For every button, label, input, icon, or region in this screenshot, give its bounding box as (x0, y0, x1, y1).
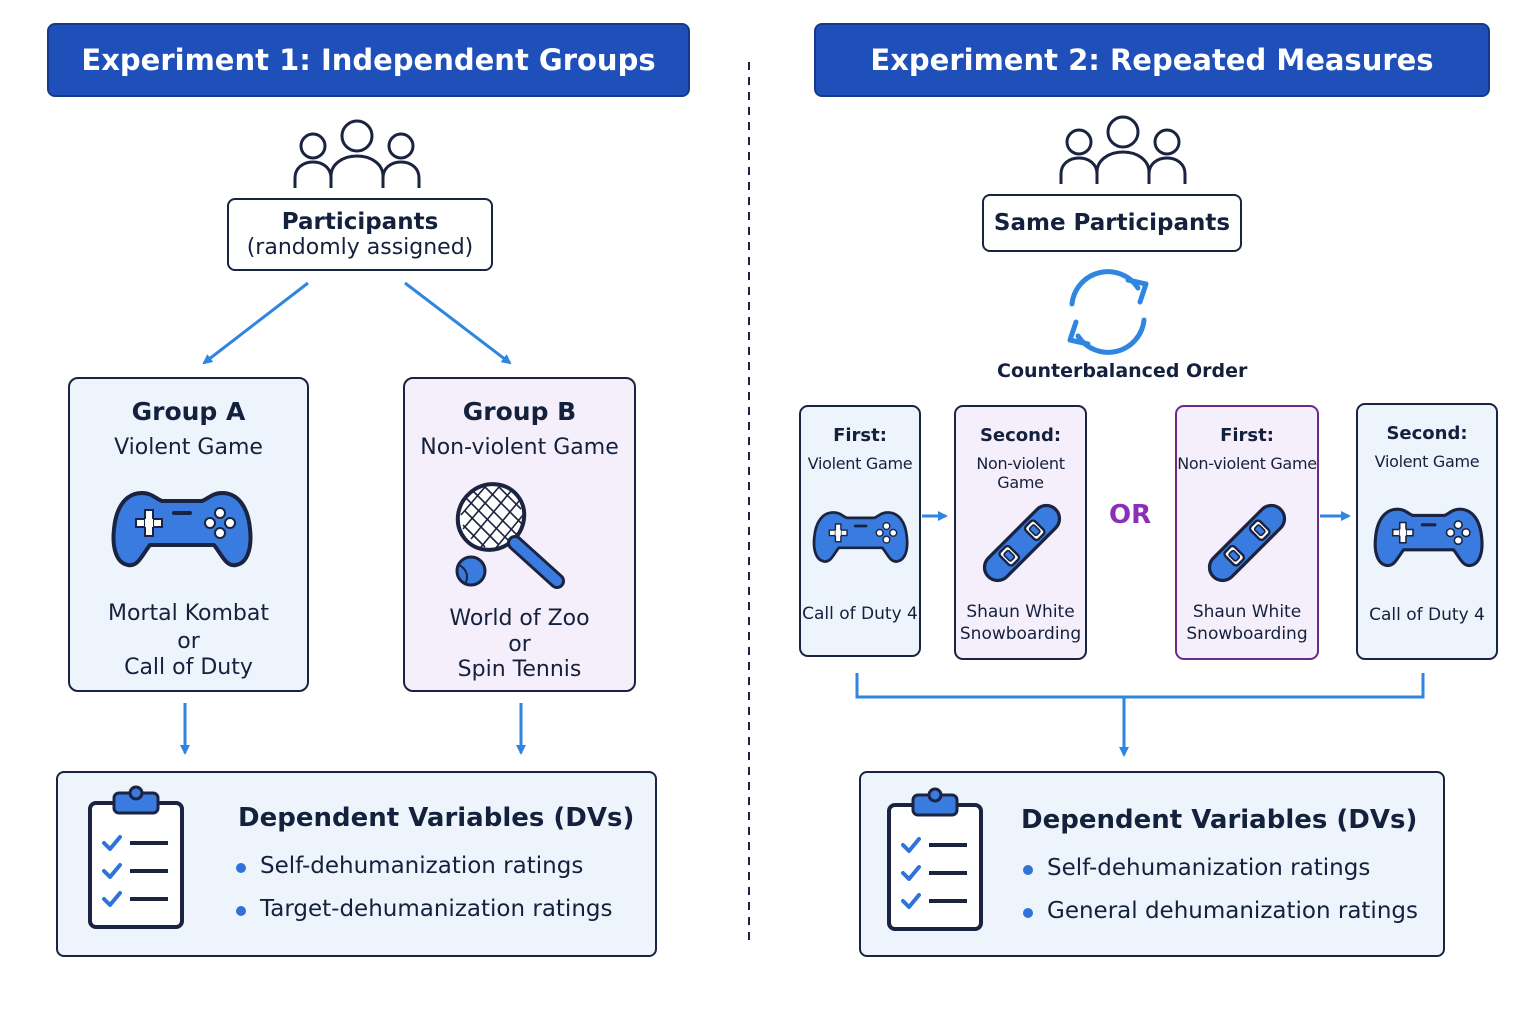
group-a-condition: Violent Game (114, 435, 263, 460)
participants-box: Participants (randomly assigned) (227, 198, 493, 271)
bullet-icon (236, 906, 246, 916)
dv-item: General dehumanization ratings (1047, 898, 1418, 924)
card-second-nonviolent: Second: Non-violent Game Shaun White Sno… (954, 405, 1087, 660)
bullet-icon (236, 863, 246, 873)
arrow-to-group-b (404, 281, 512, 365)
card-condition: Violent Game (1374, 452, 1480, 471)
card-order: Second: (1386, 423, 1468, 444)
arrow-to-group-a (202, 281, 309, 365)
participants-note: (randomly assigned) (246, 235, 474, 261)
dv-box-experiment1: Dependent Variables (DVs) Self-dehumaniz… (56, 771, 657, 957)
experiment1-title: Experiment 1: Independent Groups (81, 43, 656, 77)
group-b-or: or (508, 632, 531, 657)
card-condition: Non-violent Game (976, 454, 1065, 492)
group-a-game1: Mortal Kombat (108, 601, 269, 626)
group-b-condition: Non-violent Game (420, 435, 619, 460)
card-game: Call of Duty 4 (1369, 605, 1485, 625)
group-b-game2: Spin Tennis (457, 657, 582, 682)
card-first-violent: First: Violent Game Call of Duty 4 (799, 405, 921, 657)
same-participants-box: Same Participants (982, 194, 1242, 252)
experiment1-header: Experiment 1: Independent Groups (47, 23, 690, 97)
card-condition: Violent Game (807, 454, 913, 473)
tennis-racket-icon (455, 482, 565, 589)
group-b-title: Group B (462, 397, 577, 426)
experiment2-title: Experiment 2: Repeated Measures (870, 43, 1434, 77)
card-order: First: (833, 425, 887, 446)
dv-item: Self-dehumanization ratings (260, 853, 584, 879)
card-first-nonviolent: First: Non-violent Game Shaun White Snow… (1175, 405, 1319, 660)
cycle-arrows-icon (1067, 269, 1149, 355)
experiment2-header: Experiment 2: Repeated Measures (814, 23, 1490, 97)
group-b-game1: World of Zoo (449, 606, 590, 631)
card-game-line1: Shaun White (966, 602, 1075, 622)
group-a-box: Group A Violent Game Mortal Kombat or Ca… (68, 377, 309, 692)
dv-title: Dependent Variables (DVs) (238, 803, 635, 833)
merge-bracket (855, 673, 1425, 699)
dv-box-experiment2: Dependent Variables (DVs) Self-dehumaniz… (859, 771, 1445, 957)
card-order: First: (1220, 425, 1274, 446)
same-participants-label: Same Participants (993, 209, 1231, 236)
group-b-box: Group B Non-violent Game World of Zoo or… (403, 377, 636, 692)
card-condition: Non-violent Game (1177, 454, 1317, 473)
dv-title: Dependent Variables (DVs) (1021, 805, 1418, 835)
group-a-game2: Call of Duty (124, 655, 253, 680)
card-second-violent: Second: Violent Game Call of Duty 4 (1356, 403, 1498, 660)
card-game: Call of Duty 4 (802, 604, 918, 624)
card-game-line2: Snowboarding (959, 624, 1082, 644)
card-game-line1: Shaun White (1192, 602, 1302, 622)
or-label: OR (1109, 500, 1152, 530)
participants-label: Participants (281, 208, 439, 235)
counterbalanced-order-label: Counterbalanced Order (997, 360, 1248, 382)
group-a-or: or (177, 629, 200, 654)
group-a-title: Group A (131, 397, 246, 426)
clipboard-icon (887, 787, 983, 931)
dv-item: Self-dehumanization ratings (1047, 855, 1371, 881)
dv-item: Target-dehumanization ratings (260, 896, 613, 922)
card-game-line2: Snowboarding (1186, 624, 1308, 644)
bullet-icon (1023, 865, 1033, 875)
bullet-icon (1023, 908, 1033, 918)
card-order: Second: (979, 425, 1062, 446)
